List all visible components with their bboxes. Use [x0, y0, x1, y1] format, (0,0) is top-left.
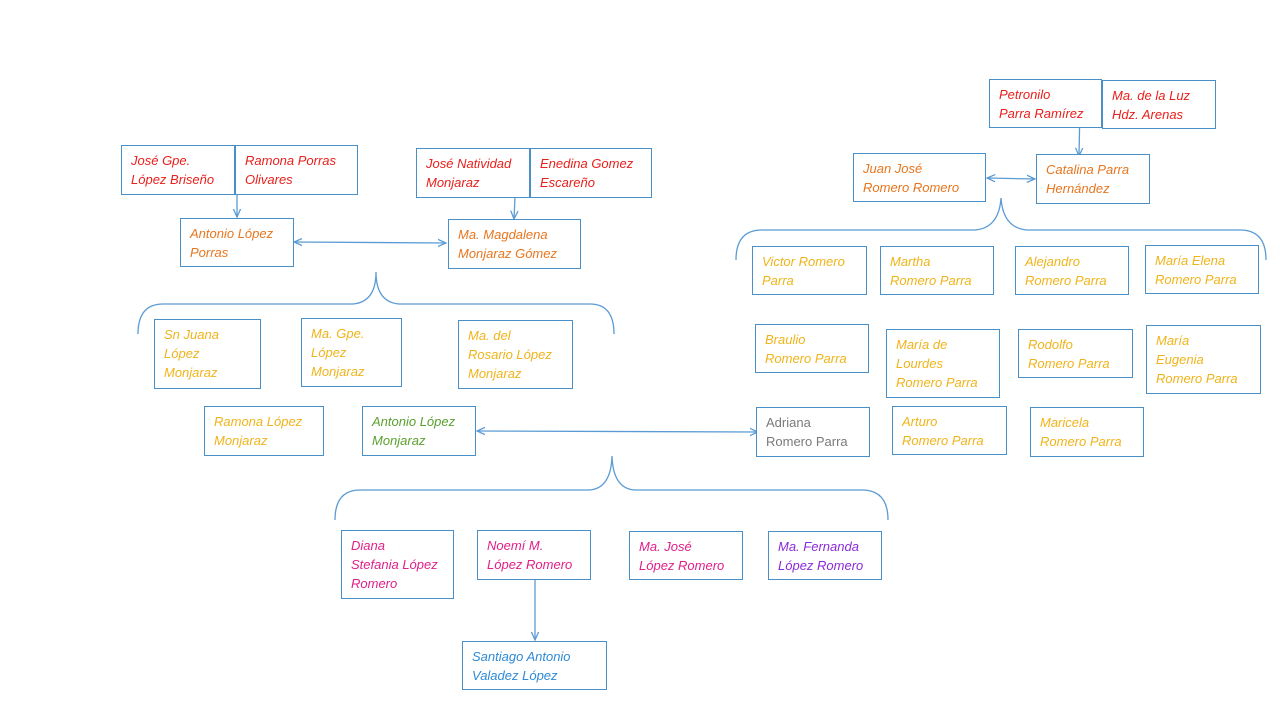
person-braulio-romero-parra: Braulio Romero Parra [755, 324, 869, 373]
person-maricela-romero-parra: Maricela Romero Parra [1030, 407, 1144, 457]
person-diana-stefania-lopez-romero: Diana Stefania López Romero [341, 530, 454, 599]
person-ramona-lopez-monjaraz: Ramona López Monjaraz [204, 406, 324, 456]
person-ma-gpe-lopez-monjaraz: Ma. Gpe. López Monjaraz [301, 318, 402, 387]
person-jose-natividad-monjaraz: José Natividad Monjaraz [416, 148, 530, 198]
person-enedina-gomez-escareno: Enedina Gomez Escareño [530, 148, 652, 198]
marriage-arrow [294, 242, 446, 243]
person-ma-fernanda-lopez-romero: Ma. Fernanda López Romero [768, 531, 882, 580]
person-rodolfo-romero-parra: Rodolfo Romero Parra [1018, 329, 1133, 378]
person-arturo-romero-parra: Arturo Romero Parra [892, 406, 1007, 455]
person-juan-jose-romero-romero: Juan José Romero Romero [853, 153, 986, 202]
person-antonio-lopez-porras: Antonio López Porras [180, 218, 294, 267]
person-martha-romero-parra: Martha Romero Parra [880, 246, 994, 295]
person-alejandro-romero-parra: Alejandro Romero Parra [1015, 246, 1129, 295]
person-antonio-lopez-monjaraz: Antonio López Monjaraz [362, 406, 476, 456]
person-catalina-parra-hernandez: Catalina Parra Hernández [1036, 154, 1150, 204]
person-ma-rosario-lopez-monjaraz: Ma. del Rosario López Monjaraz [458, 320, 573, 389]
marriage-arrow [987, 178, 1035, 179]
person-petronilo-parra-ramirez: Petronilo Parra Ramírez [989, 79, 1102, 128]
person-maria-de-lourdes-romero-parra: María de Lourdes Romero Parra [886, 329, 1000, 398]
person-ma-magdalena-monjaraz-gomez: Ma. Magdalena Monjaraz Gómez [448, 219, 581, 269]
children-brace [735, 197, 1267, 261]
person-ma-de-la-luz-hdz-arenas: Ma. de la Luz Hdz. Arenas [1102, 80, 1216, 129]
children-brace [334, 455, 889, 521]
marriage-arrow [477, 431, 758, 432]
children-brace [137, 271, 615, 335]
person-noemi-m-lopez-romero: Noemí M. López Romero [477, 530, 591, 580]
person-victor-romero-parra: Victor Romero Parra [752, 246, 867, 295]
parent-arrow [514, 196, 515, 219]
person-maria-eugenia-romero-parra: María Eugenia Romero Parra [1146, 325, 1261, 394]
person-santiago-antonio-valadez-lopez: Santiago Antonio Valadez López [462, 641, 607, 690]
person-maria-elena-romero-parra: María Elena Romero Parra [1145, 245, 1259, 294]
person-sn-juana-lopez-monjaraz: Sn Juana López Monjaraz [154, 319, 261, 389]
person-jose-gpe-lopez-briseno: José Gpe. López Briseño [121, 145, 235, 195]
person-ramona-porras-olivares: Ramona Porras Olivares [235, 145, 358, 195]
person-ma-jose-lopez-romero: Ma. José López Romero [629, 531, 743, 580]
person-adriana-romero-parra: Adriana Romero Parra [756, 407, 870, 457]
